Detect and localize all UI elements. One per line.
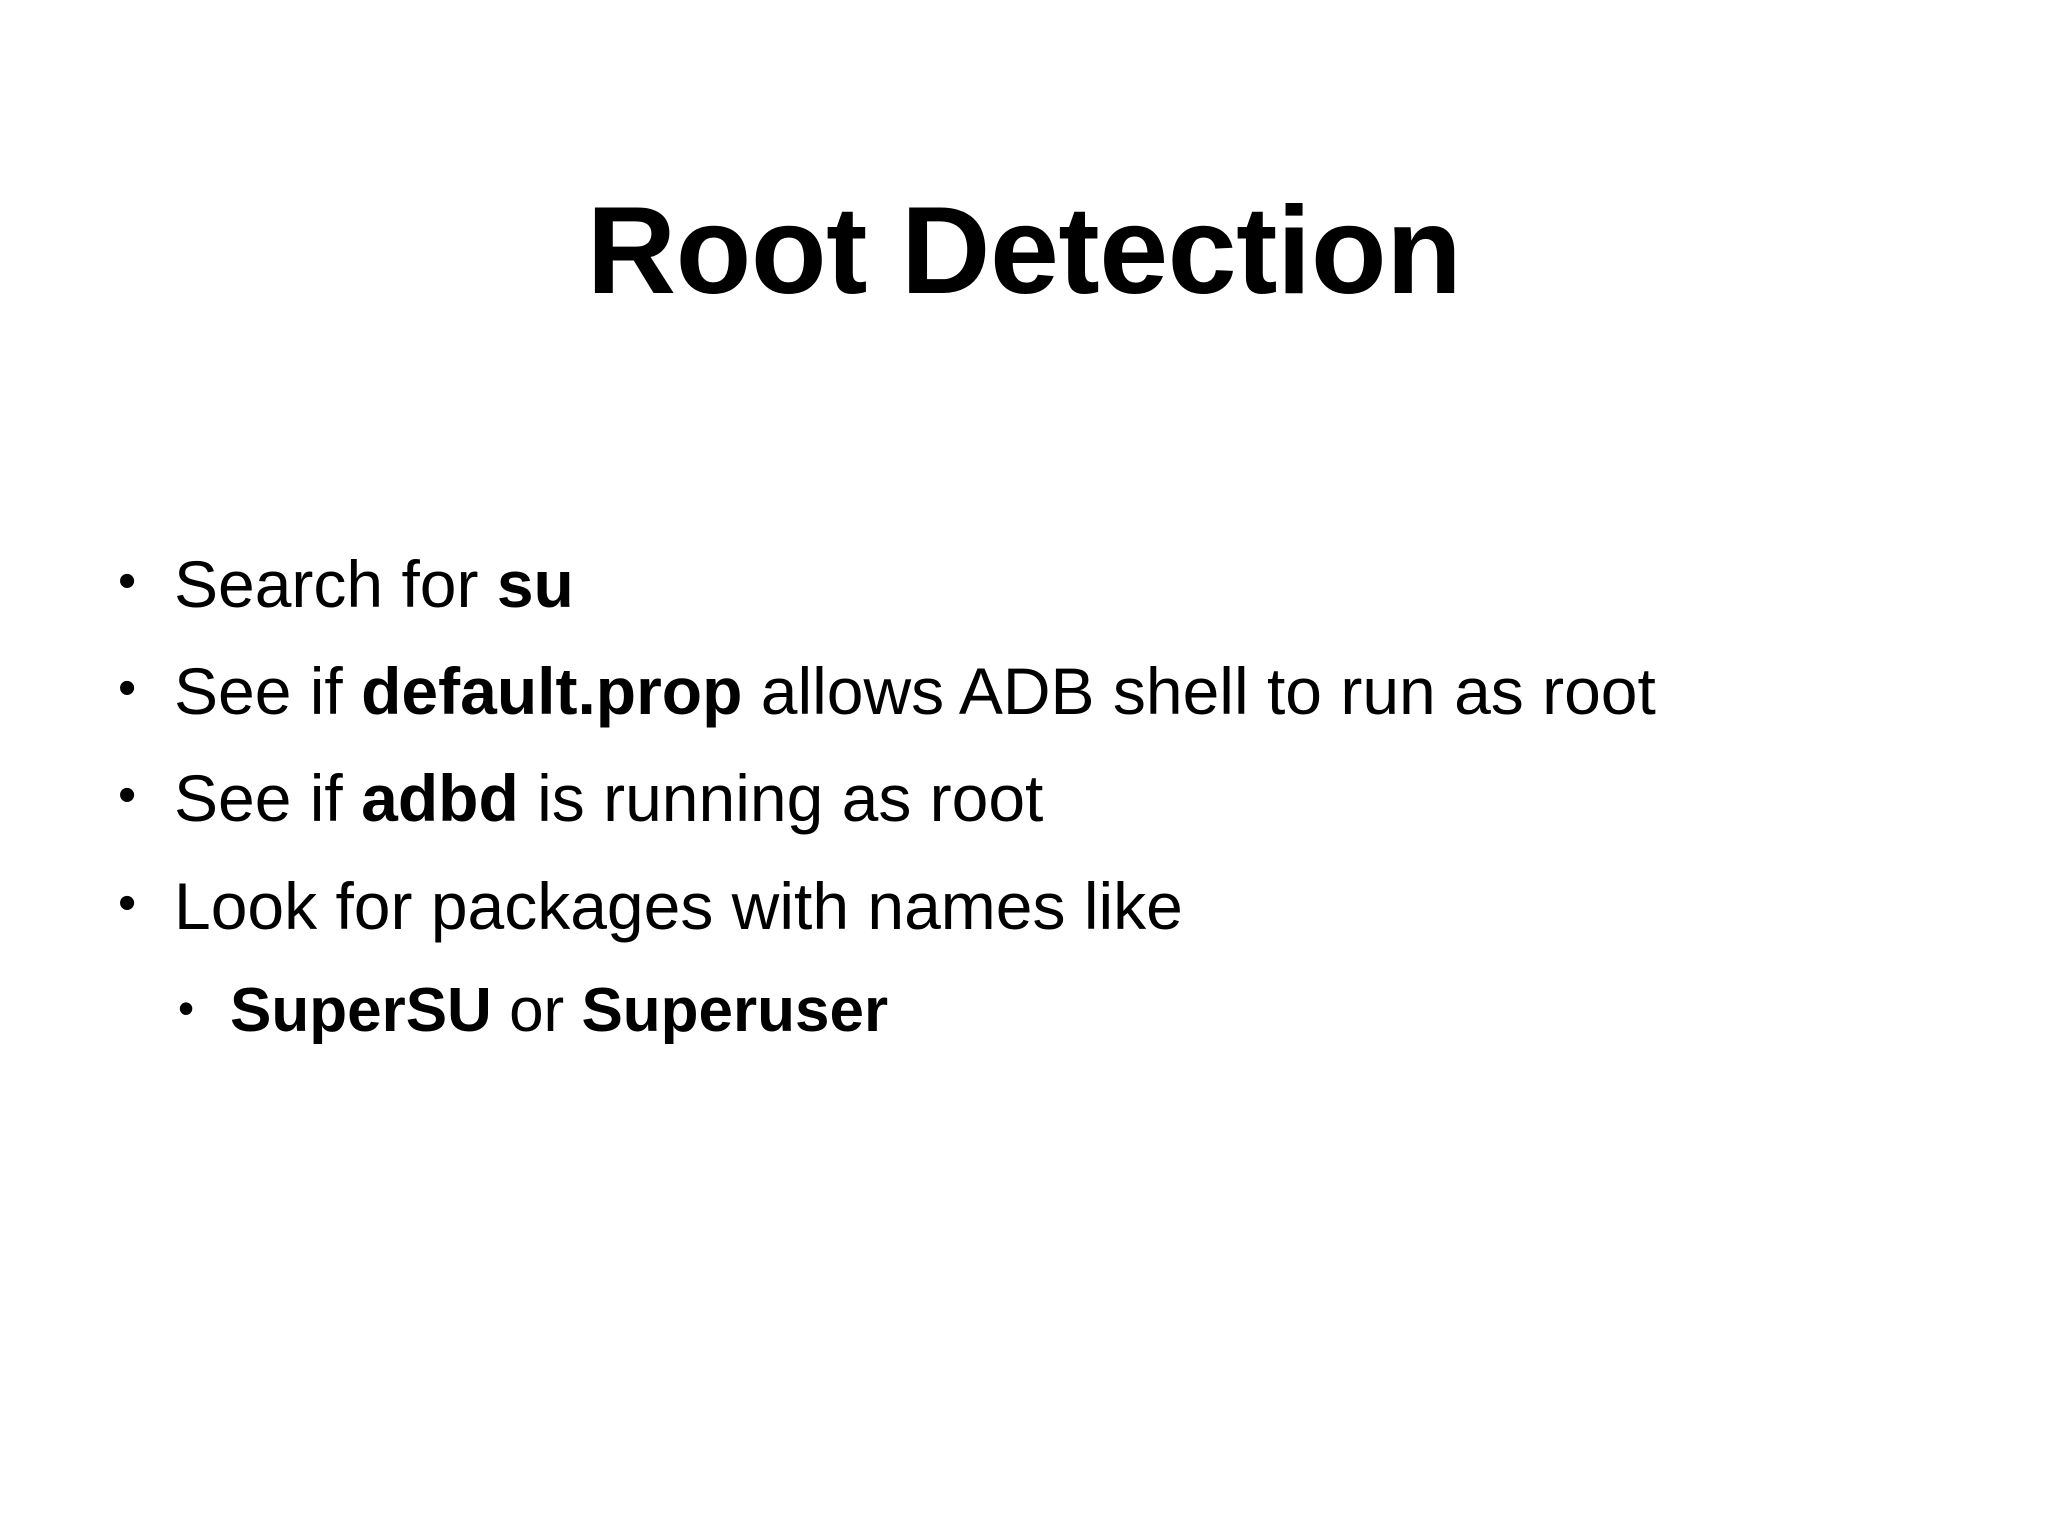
list-item: • See if adbd is running as root xyxy=(118,759,1928,838)
plain-text: See if xyxy=(174,654,362,729)
bullet-point-icon: • xyxy=(178,981,195,1034)
emphasis-text: su xyxy=(496,547,574,621)
emphasis-text: adbd xyxy=(361,761,519,836)
bullet-point-icon: • xyxy=(118,659,137,718)
emphasis-text: SuperSU xyxy=(230,975,492,1045)
bullet-point-icon: • xyxy=(118,766,137,825)
emphasis-text: Superuser xyxy=(581,975,889,1045)
list-item: • Search for su xyxy=(118,545,1928,624)
plain-text: See if xyxy=(174,761,362,836)
plain-text: Look for packages with names like xyxy=(174,868,1183,943)
list-item-text: Look for packages with names like xyxy=(174,867,1928,946)
plain-text: or xyxy=(491,975,582,1045)
page-title: Root Detection xyxy=(586,182,1462,321)
plain-text: allows ADB shell to run as root xyxy=(742,654,1656,729)
list-item: • SuperSU or Superuser xyxy=(178,974,1928,1048)
bullet-list: • Search for su • See if default.prop allow… xyxy=(118,545,1928,1076)
list-item: • See if default.prop allows ADB shell to… xyxy=(118,652,1928,731)
list-item-text: Search for su xyxy=(174,545,1928,624)
bullet-point-icon: • xyxy=(118,552,137,610)
list-item: • Look for packages with names like xyxy=(118,867,1928,946)
emphasis-text: default.prop xyxy=(361,654,743,729)
list-item-text: See if default.prop allows ADB shell to … xyxy=(174,652,1928,731)
list-item-text: SuperSU or Superuser xyxy=(230,974,1928,1048)
bullet-point-icon: • xyxy=(118,873,137,932)
list-item-text: See if adbd is running as root xyxy=(174,759,1928,838)
plain-text: is running as root xyxy=(518,761,1044,836)
plain-text: Search for xyxy=(174,547,497,621)
